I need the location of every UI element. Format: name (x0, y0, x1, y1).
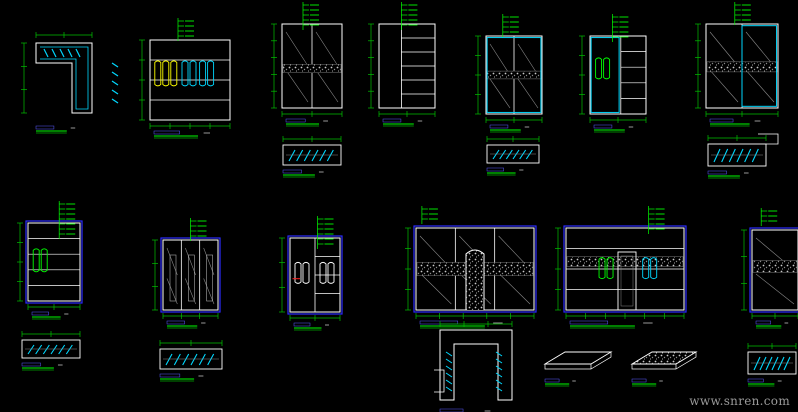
wardrobe-open-elevation (139, 18, 231, 139)
wall-elevation-right (741, 208, 798, 329)
wardrobe-section-1 (282, 136, 342, 178)
plan-detail-1 (21, 331, 81, 371)
drawing-layer (17, 2, 798, 412)
wardrobe-door-elevation-3 (695, 2, 779, 127)
wardrobe-hanging-elevation (579, 14, 647, 133)
door-handles (169, 254, 213, 302)
cabinet-wall-door (617, 251, 637, 311)
wardrobe-door-elevation-2 (475, 14, 543, 133)
cabinet-elevation-hanging (279, 216, 343, 331)
cabinet-elevation-doors (152, 218, 221, 329)
plan-detail-2 (159, 340, 223, 382)
wide-wall-door (465, 249, 485, 310)
panel-isometric-1 (543, 351, 613, 387)
watermark-text: www.snren.com (689, 394, 790, 408)
wardrobe-shelf-elevation (368, 2, 436, 127)
wardrobe-door-elevation-1 (271, 2, 343, 127)
cabinet-elevation-green (17, 201, 83, 320)
wardrobe-section-2 (486, 136, 540, 176)
corner-plan-detail (434, 321, 513, 412)
wardrobe-section-3 (707, 135, 767, 179)
wall-elevation-cabinets (555, 206, 687, 329)
plan-detail-4 (747, 343, 797, 387)
wardrobe-corner-plan (21, 32, 119, 134)
section-step (758, 133, 779, 145)
panel-isometric-2 (630, 351, 698, 387)
